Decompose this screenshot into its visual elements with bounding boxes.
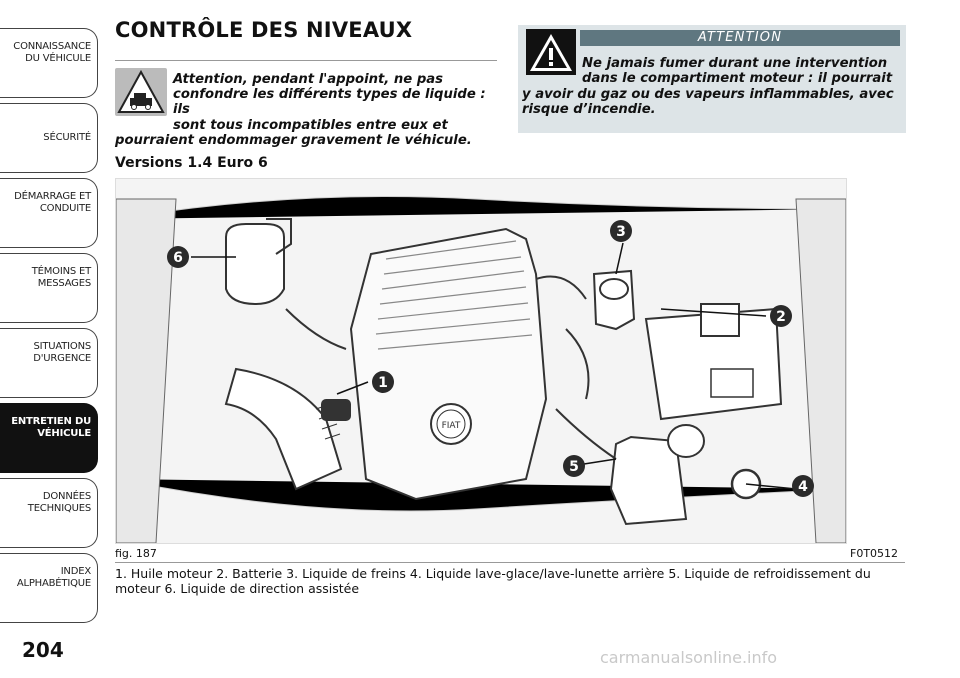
tab-label-line1: DONNÉES [42,491,91,502]
tab-label-line1: SÉCURITÉ [43,132,91,143]
tab-index-alphabetique[interactable]: INDEX ALPHABÉTIQUE [0,553,98,623]
note-line: confondre les différents types de liquid… [173,87,486,118]
callout-5: 5 [563,455,585,477]
tab-label-line2: MESSAGES [37,278,92,289]
note-line: sont tous incompatibles entre eux et [173,117,448,133]
note-line: pourraient endommager gravement le véhic… [115,132,472,148]
tab-situations-d-urgence[interactable]: SITUATIONS D'URGENCE [0,328,98,398]
tab-label-line2: VÉHICULE [37,428,91,439]
svg-text:2: 2 [776,309,786,325]
figure-label: fig. 187 [115,547,157,560]
attention-box: ATTENTION Ne jamais fumer durant une int… [518,25,906,133]
svg-text:4: 4 [798,479,808,495]
attention-line: y avoir du gaz ou des vapeurs inflammabl… [522,86,894,102]
attention-line: risque d’incendie. [522,102,656,118]
page-number: 204 [22,638,64,662]
tab-label-line2: D'URGENCE [33,353,91,364]
tab-label-line2: TECHNIQUES [27,503,91,514]
tab-donnees-techniques[interactable]: DONNÉES TECHNIQUES [0,478,98,548]
tab-connaissance-du-vehicule[interactable]: CONNAISSANCE DU VÉHICULE [0,28,98,98]
engine-bay-figure: FIAT [115,178,847,544]
chapter-tabs: CONNAISSANCE DU VÉHICULE SÉCURITÉ DÉMARR… [0,0,100,678]
note-line: Attention, pendant l'appoint, ne pas [173,72,444,87]
attention-text: Ne jamais fumer durant une intervention … [522,56,902,118]
tab-temoins-et-messages[interactable]: TÉMOINS ET MESSAGES [0,253,98,323]
caution-pictogram [115,68,167,116]
figure-divider [115,562,905,563]
svg-text:1: 1 [378,375,388,391]
tab-label-line1: CONNAISSANCE [13,41,91,52]
attention-header: ATTENTION [580,30,900,46]
section-subtitle: Versions 1.4 Euro 6 [115,155,268,171]
engine-bay-drawing: FIAT [116,179,846,543]
tab-entretien-du-vehicule[interactable]: ENTRETIEN DU VÉHICULE [0,403,98,473]
tab-label-line1: TÉMOINS ET [31,266,92,277]
fiat-logo-text: FIAT [442,421,461,431]
tab-label-line1: ENTRETIEN DU [11,416,91,427]
title-divider [115,60,497,61]
tab-label-line2: DU VÉHICULE [25,53,91,64]
attention-line: Ne jamais fumer durant une intervention [582,56,888,71]
callout-2: 2 [770,305,792,327]
caution-car-icon [117,69,165,113]
callout-4: 4 [792,475,814,497]
tab-label-line1: SITUATIONS [33,341,91,352]
svg-text:6: 6 [173,250,183,266]
figure-code: F0T0512 [850,547,899,560]
tab-label-line2: ALPHABÉTIQUE [16,578,91,589]
tab-demarrage-et-conduite[interactable]: DÉMARRAGE ET CONDUITE [0,178,98,248]
callout-3: 3 [610,220,632,242]
tab-label-line1: INDEX [60,566,92,577]
callout-1: 1 [372,371,394,393]
attention-line: dans le compartiment moteur : il pourrai… [582,71,893,87]
warning-icon [526,29,576,75]
tab-securite[interactable]: SÉCURITÉ [0,103,98,173]
callout-6: 6 [167,246,189,268]
page-title: CONTRÔLE DES NIVEAUX [115,18,413,42]
figure-caption: 1. Huile moteur 2. Batterie 3. Liquide d… [115,566,871,596]
tab-label-line2: CONDUITE [39,203,91,214]
caution-note: Attention, pendant l'appoint, ne pas con… [115,72,500,148]
svg-text:3: 3 [616,224,626,240]
svg-text:5: 5 [569,459,579,475]
watermark: carmanualsonline.info [600,648,778,667]
tab-label-line1: DÉMARRAGE ET [14,191,91,202]
